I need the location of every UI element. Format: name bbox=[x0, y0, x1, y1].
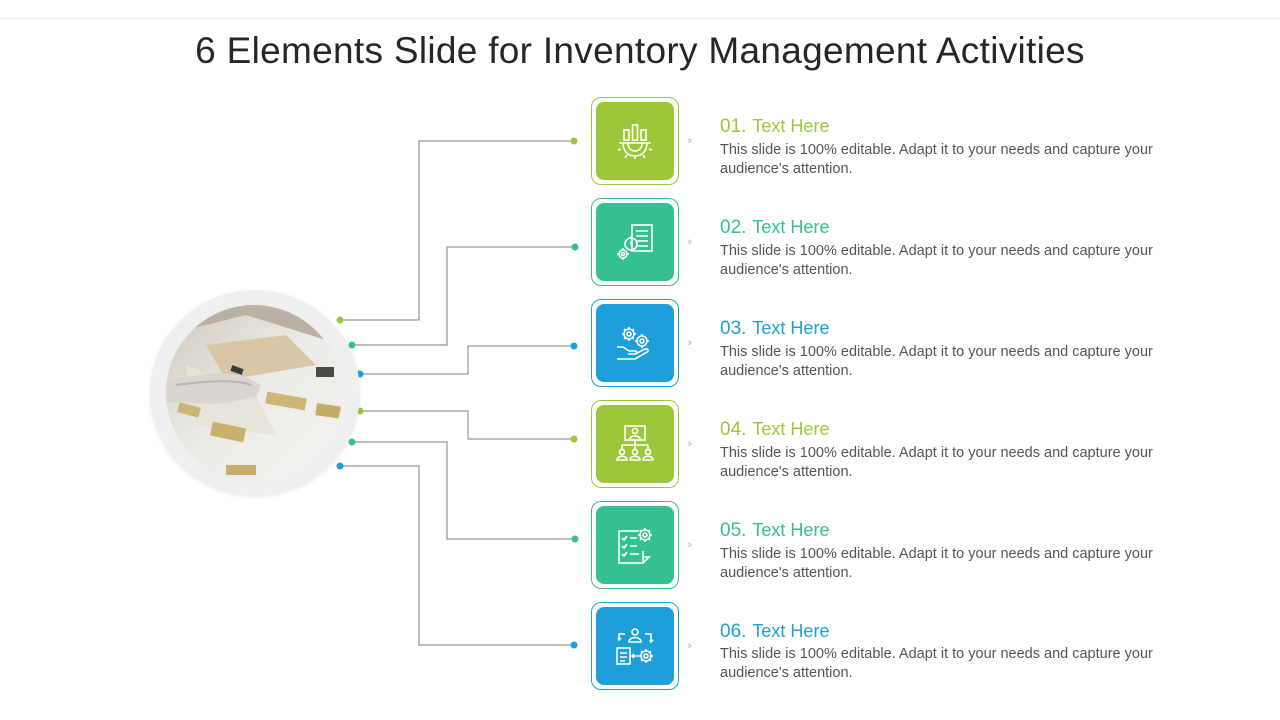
connector-dot bbox=[570, 342, 578, 350]
person-document-gear-icon bbox=[616, 628, 654, 665]
connector-dot bbox=[571, 535, 579, 543]
item-heading-02: 02.Text Here bbox=[720, 217, 829, 239]
item-heading-06: 06.Text Here bbox=[720, 621, 829, 643]
connector-4 bbox=[360, 410, 574, 440]
chevron-right-icon: ›› bbox=[687, 438, 693, 450]
item-heading-text: Text Here bbox=[752, 217, 830, 237]
item-number: 02. bbox=[720, 217, 747, 238]
checklist-gear-icon bbox=[618, 528, 652, 564]
item-heading-05: 05.Text Here bbox=[720, 520, 829, 542]
connector-dot bbox=[570, 137, 578, 145]
connector-dot bbox=[348, 438, 356, 446]
connector-dot bbox=[571, 243, 579, 251]
connector-3 bbox=[360, 345, 574, 375]
item-heading-04: 04.Text Here bbox=[720, 419, 829, 441]
tile-05 bbox=[591, 501, 679, 589]
item-heading-text: Text Here bbox=[752, 419, 830, 439]
item-number: 01. bbox=[720, 116, 747, 137]
slide-title: 6 Elements Slide for Inventory Managemen… bbox=[195, 30, 1085, 71]
connector-dot bbox=[570, 641, 578, 649]
item-heading-text: Text Here bbox=[752, 520, 830, 540]
connector-dot bbox=[348, 341, 356, 349]
item-heading-01: 01.Text Here bbox=[720, 116, 829, 138]
tile-01 bbox=[591, 97, 679, 185]
item-number: 04. bbox=[720, 419, 747, 440]
hand-gears-icon bbox=[617, 327, 649, 360]
chevron-right-icon: ›› bbox=[687, 236, 693, 248]
central-photo bbox=[166, 305, 342, 481]
connector-6 bbox=[340, 465, 574, 646]
connector-dot bbox=[336, 316, 344, 324]
chevron-right-icon: ›› bbox=[687, 539, 693, 551]
connector-1 bbox=[340, 140, 574, 321]
item-body-04: This slide is 100% editable. Adapt it to… bbox=[720, 445, 1153, 480]
item-body-01: This slide is 100% editable. Adapt it to… bbox=[720, 142, 1153, 177]
item-body-05: This slide is 100% editable. Adapt it to… bbox=[720, 546, 1153, 581]
item-heading-text: Text Here bbox=[752, 621, 830, 641]
chevron-right-icon: ›› bbox=[687, 135, 693, 147]
top-divider bbox=[0, 18, 1280, 19]
item-number: 05. bbox=[720, 520, 747, 541]
report-timer-gear-icon bbox=[617, 224, 653, 260]
tile-06 bbox=[591, 602, 679, 690]
item-heading-03: 03.Text Here bbox=[720, 318, 829, 340]
connector-dot bbox=[336, 462, 344, 470]
item-heading-text: Text Here bbox=[752, 116, 830, 136]
chevron-right-icon: ›› bbox=[687, 640, 693, 652]
tile-03 bbox=[591, 299, 679, 387]
chart-gear-icon bbox=[617, 124, 653, 159]
tile-04 bbox=[591, 400, 679, 488]
connector-5 bbox=[352, 441, 575, 540]
item-body-03: This slide is 100% editable. Adapt it to… bbox=[720, 344, 1153, 379]
connector-2 bbox=[352, 246, 575, 346]
item-heading-text: Text Here bbox=[752, 318, 830, 338]
item-body-06: This slide is 100% editable. Adapt it to… bbox=[720, 646, 1153, 681]
item-number: 06. bbox=[720, 621, 747, 642]
connector-dot bbox=[570, 435, 578, 443]
item-number: 03. bbox=[720, 318, 747, 339]
item-body-02: This slide is 100% editable. Adapt it to… bbox=[720, 243, 1153, 278]
team-hierarchy-icon bbox=[616, 425, 654, 461]
chevron-right-icon: ›› bbox=[687, 337, 693, 349]
tile-02 bbox=[591, 198, 679, 286]
